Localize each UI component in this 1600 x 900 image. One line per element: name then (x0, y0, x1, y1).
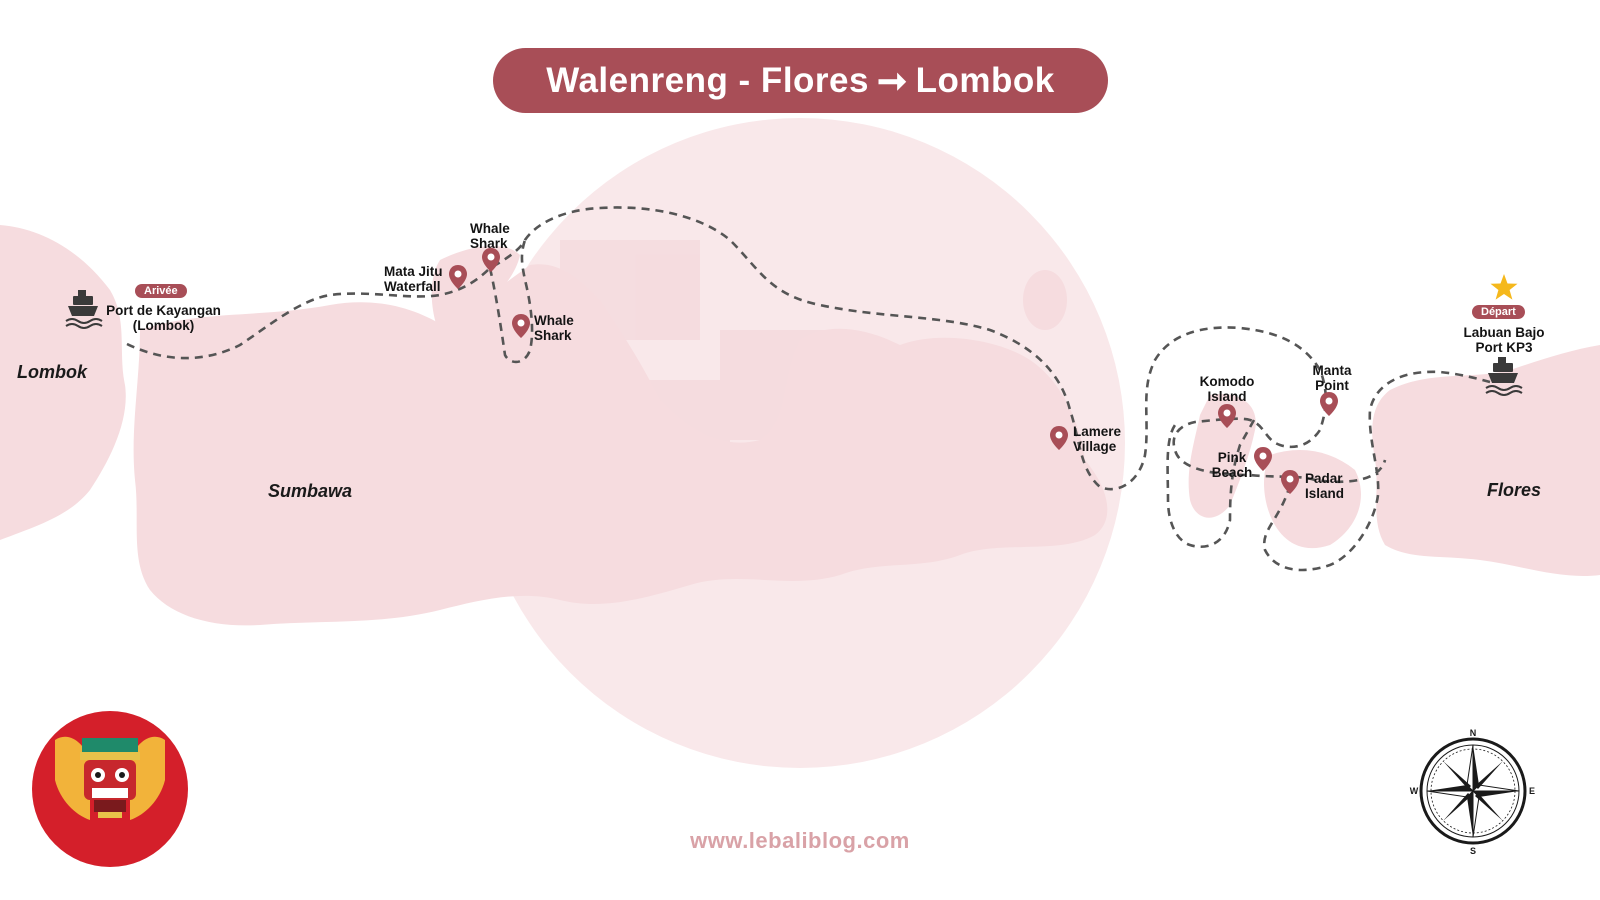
map-pin-icon (512, 314, 530, 338)
title-destination: Lombok (915, 60, 1055, 100)
map-pin-icon (1320, 392, 1338, 416)
label-komodo-island: Komodo Island (1199, 374, 1255, 404)
barong-mask-logo (32, 711, 188, 867)
label-padar-island: Padar Island (1305, 471, 1345, 501)
departure-badge: Départ (1472, 305, 1525, 319)
label-pink-beach: Pink Beach (1211, 450, 1253, 480)
website-link[interactable]: www.lebaliblog.com (690, 828, 910, 853)
region-flores: Flores (1487, 480, 1542, 500)
land-masses (0, 225, 1600, 626)
map-pin-icon (1281, 470, 1299, 494)
title-origin: Walenreng - Flores (546, 60, 869, 100)
flores-island (1372, 345, 1600, 577)
compass-north: N (1470, 728, 1477, 738)
arrival-badge: Arivée (135, 284, 187, 298)
map-pin-icon (1050, 426, 1068, 450)
label-manta-point: Manta Point (1312, 363, 1352, 393)
page-title: Walenreng - Flores ➞ Lombok (493, 48, 1108, 113)
label-whale-shark-south: Whale Shark (534, 313, 574, 343)
compass-east: E (1529, 786, 1535, 796)
komodo-island (1188, 394, 1256, 518)
boat-route (126, 206, 1491, 572)
star-icon (1490, 274, 1518, 300)
ship-icon (65, 290, 103, 329)
compass-west: W (1410, 786, 1419, 796)
region-sumbawa: Sumbawa (268, 481, 353, 501)
label-mata-jitu: Mata Jitu Waterfall (384, 264, 443, 294)
compass-rose-icon: N S E W (1410, 728, 1535, 856)
lombok-island (0, 225, 126, 540)
map-pin-icon (1218, 404, 1236, 428)
ship-icon (1485, 357, 1523, 396)
map-pin-icon (482, 248, 500, 272)
label-port-kayangan: Port de Kayangan (Lombok) (106, 303, 221, 333)
region-lombok: Lombok (17, 362, 87, 382)
label-labuan-bajo: Labuan Bajo Port KP3 (1463, 325, 1545, 355)
sumbawa-island (133, 264, 1108, 626)
arrow-right-icon: ➞ (876, 59, 908, 101)
label-whale-shark-north: Whale Shark (470, 221, 510, 251)
map-pin-icon (1254, 447, 1272, 471)
map-pin-icon (449, 265, 467, 289)
label-lamere-village: Lamere Village (1073, 424, 1122, 454)
compass-south: S (1470, 846, 1476, 856)
